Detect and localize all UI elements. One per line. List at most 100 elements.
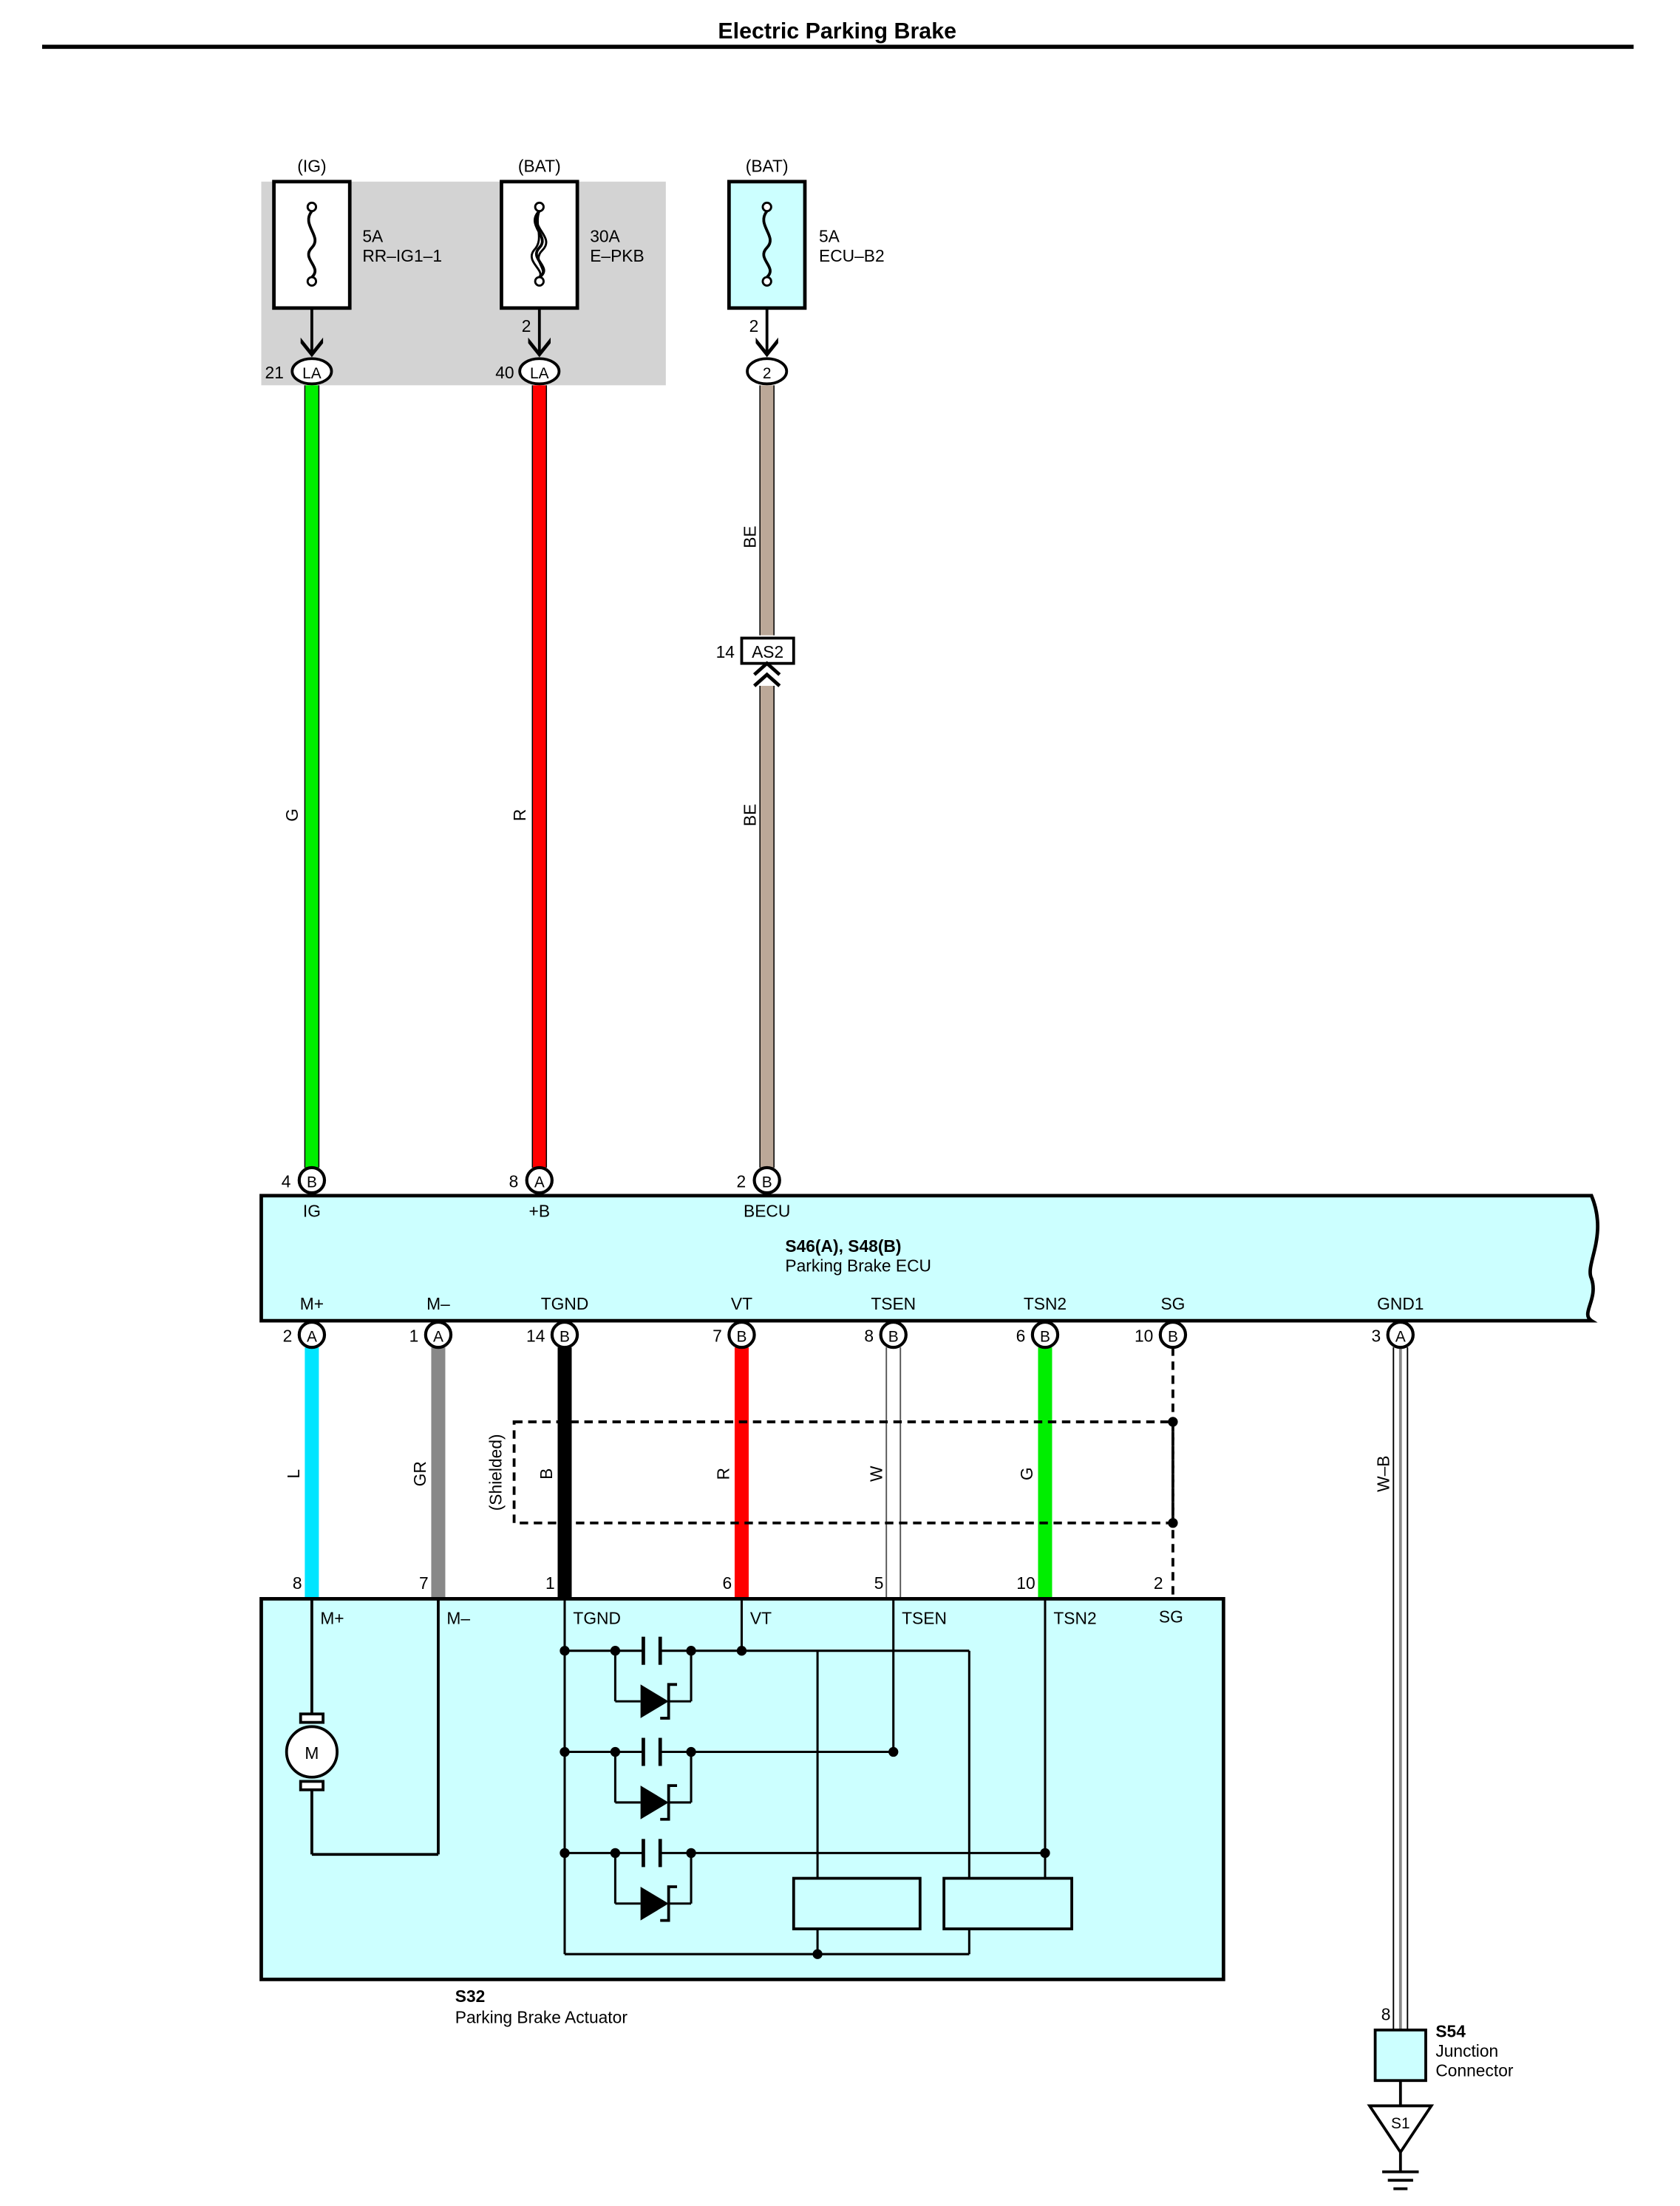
zener-diodes <box>640 1683 678 1922</box>
wire-w <box>885 1347 902 1599</box>
wire-r-top <box>532 385 547 1168</box>
capacitors <box>642 1636 662 1868</box>
pin-number: 6 <box>722 1573 732 1593</box>
fuse-supply-label: (BAT) <box>746 156 789 175</box>
terminal-label: TGND <box>573 1609 621 1628</box>
fuse-pin: 2 <box>749 316 759 336</box>
wire-w-b <box>1392 1347 1409 2030</box>
motor-icon: M <box>285 1725 339 1779</box>
wire-color-label: W <box>867 1465 886 1482</box>
fuse-rating: 5A <box>819 226 840 245</box>
wire-g <box>1038 1347 1052 1599</box>
wire-color-label: L <box>284 1469 303 1479</box>
pin-number: 1 <box>409 1327 419 1346</box>
pin-number: 3 <box>1372 1327 1381 1346</box>
connector-letter: B <box>888 1329 899 1346</box>
wire-color-label: BE <box>740 525 759 548</box>
wire-color-label: G <box>1017 1467 1036 1480</box>
junction-s54: 8 S54 Junction Connector <box>1373 2005 1514 2106</box>
ecu-terminal-becu: 2 B BECU <box>736 1165 790 1220</box>
connector-letter: A <box>307 1329 317 1346</box>
pin-number: 10 <box>1016 1573 1035 1593</box>
terminal-label: TSN2 <box>1024 1294 1067 1313</box>
junction-line1: Junction <box>1435 2041 1498 2060</box>
terminal-label: VT <box>731 1294 752 1313</box>
ecu-bottom-terminals: M+ M– TGND VT TSEN TSN2 SG GND1 <box>300 1294 1424 1313</box>
fuse-connector-code: 2 <box>763 365 772 382</box>
actuator-id: S32 <box>455 1987 486 2006</box>
pin-number: 5 <box>874 1573 884 1593</box>
wire-b <box>557 1347 572 1599</box>
fuse-supply-label: (IG) <box>297 156 326 175</box>
pin-number: 2 <box>283 1327 293 1346</box>
pin-number: 7 <box>419 1573 429 1593</box>
wire-r <box>734 1347 749 1599</box>
terminal-label: TSEN <box>871 1294 916 1313</box>
terminal-label: TSN2 <box>1053 1609 1096 1628</box>
wire-color-label: R <box>713 1468 732 1480</box>
ecu-name: Parking Brake ECU <box>785 1256 931 1276</box>
terminal-label: SG <box>1160 1294 1185 1313</box>
actuator-name: Parking Brake Actuator <box>455 2007 628 2026</box>
page-title: Electric Parking Brake <box>718 18 956 44</box>
pin-number: 8 <box>864 1327 874 1346</box>
sensor-element-1 <box>792 1876 922 1930</box>
connector-letter: B <box>1040 1329 1050 1346</box>
terminal-label: SG <box>1159 1607 1183 1627</box>
terminal-label: TGND <box>541 1294 589 1313</box>
fuse-name: RR–IG1–1 <box>362 246 442 265</box>
wire-gr <box>431 1347 446 1599</box>
fuse-supply-label: (BAT) <box>518 156 561 175</box>
ground-icon: S1 <box>1367 2104 1435 2190</box>
pin-number: 2 <box>1154 1573 1163 1593</box>
pin-number: 10 <box>1135 1327 1153 1346</box>
fuse-rating: 30A <box>590 226 620 245</box>
junction-pin: 8 <box>1381 2005 1391 2024</box>
sensor-element-2 <box>942 1876 1073 1930</box>
connector-letter: B <box>1168 1329 1178 1346</box>
terminal-label: M+ <box>320 1609 344 1628</box>
pin-number: 6 <box>1016 1327 1026 1346</box>
connector-letter: A <box>433 1329 443 1346</box>
wire-color-label: W–B <box>1374 1456 1393 1492</box>
actuator-pin-numbers: 8 7 1 6 5 10 2 <box>293 1573 1163 1593</box>
pin-number: 8 <box>509 1172 519 1191</box>
connector-letter: B <box>736 1329 747 1346</box>
terminal-label: M– <box>426 1294 450 1313</box>
wire-color-label: R <box>510 809 529 821</box>
shielded-label: (Shielded) <box>486 1434 505 1511</box>
fuse-ecu-b2: (BAT) 5A ECU–B2 2 2 <box>727 156 885 386</box>
shield: (Shielded) <box>486 1417 1178 1528</box>
ecu-terminal-plus-b: 8 A +B <box>509 1165 554 1220</box>
pin-number: 14 <box>526 1327 545 1346</box>
fuse-name: ECU–B2 <box>819 246 885 265</box>
connector-letter: B <box>762 1174 772 1191</box>
terminal-label: IG <box>303 1201 321 1220</box>
terminal-label: +B <box>529 1201 551 1220</box>
sensor-circuit <box>563 1599 1047 1955</box>
actuator-terminal-labels: M+ M– TGND VT TSEN TSN2 SG <box>320 1607 1183 1628</box>
terminal-label: M– <box>446 1609 470 1628</box>
connector-letter: B <box>307 1174 317 1191</box>
wire-color-label: B <box>537 1468 556 1480</box>
fuse-rr-ig1-1: (IG) 5A RR–IG1–1 21 LA <box>265 156 442 386</box>
terminal-label: GND1 <box>1377 1294 1424 1313</box>
fuse-connector-pin: 21 <box>265 363 284 382</box>
terminal-label: TSEN <box>902 1609 947 1628</box>
pin-number: 1 <box>545 1573 555 1593</box>
terminal-label: M+ <box>300 1294 324 1313</box>
terminal-label: VT <box>750 1609 772 1628</box>
fuse-rating: 5A <box>362 226 384 245</box>
fuse-connector-code: LA <box>302 365 322 382</box>
junction-id: S54 <box>1435 2021 1466 2040</box>
wire-color-label: BE <box>740 804 759 826</box>
fuse-name: E–PKB <box>590 246 645 265</box>
ecu-bottom-pins: A A B B B B B A 2 1 14 7 8 6 10 3 <box>283 1320 1415 1349</box>
connector-letter: A <box>534 1174 545 1191</box>
ecu-id: S46(A), S48(B) <box>785 1236 901 1256</box>
connector-letter: B <box>560 1329 570 1346</box>
actuator-box <box>259 1597 1225 1981</box>
wire-be-lower <box>760 686 775 1168</box>
motor-label: M <box>305 1743 319 1763</box>
